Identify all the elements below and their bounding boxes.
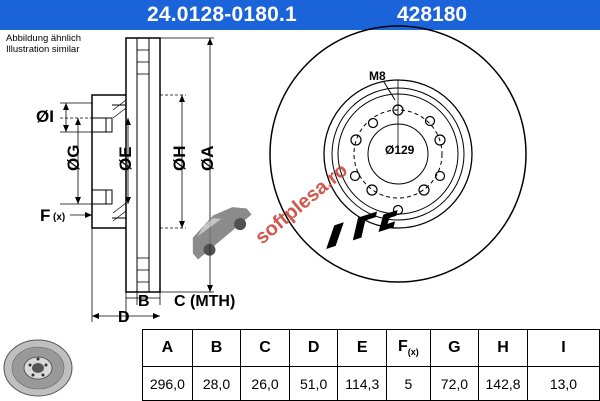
header-F-sub: (x) xyxy=(407,347,419,358)
label-H: ØH xyxy=(170,146,189,172)
ate-logo xyxy=(326,210,398,250)
disc-cross-section xyxy=(91,37,161,293)
label-C: C (MTH) xyxy=(174,293,235,310)
value-D: 51,0 xyxy=(288,366,339,401)
label-E: ØE xyxy=(116,146,135,171)
note-line-de: Abbildung ähnlich xyxy=(6,33,82,44)
illustration-note: Abbildung ähnlich Illustration similar xyxy=(6,33,81,55)
label-D: D xyxy=(118,309,130,326)
spec-table: A B C D E F(x) G H I 296,0 28,0 26,0 51,… xyxy=(142,329,600,401)
header-B: B xyxy=(191,329,242,367)
car-watermark-icon xyxy=(192,207,252,260)
header-bar: 24.0128-0180.1 428180 xyxy=(0,0,600,30)
value-F: 5 xyxy=(386,366,431,401)
article-number: 428180 xyxy=(397,3,468,26)
m8-leader xyxy=(383,81,396,101)
label-pcd: Ø129 xyxy=(385,143,415,157)
header-E: E xyxy=(337,329,388,367)
note-line-en: Illustration similar xyxy=(6,44,80,55)
disc-front-view xyxy=(269,25,527,283)
header-H: H xyxy=(478,329,528,367)
value-C: 26,0 xyxy=(240,366,290,401)
label-A: ØA xyxy=(198,146,217,172)
label-G: ØG xyxy=(64,145,83,171)
value-I: 13,0 xyxy=(526,366,600,401)
label-B: B xyxy=(138,293,150,310)
part-number: 24.0128-0180.1 xyxy=(147,3,297,26)
header-F-letter: F xyxy=(397,338,408,356)
value-B: 28,0 xyxy=(191,366,242,401)
dimension-arrows xyxy=(63,38,213,319)
header-C: C xyxy=(240,329,290,367)
label-F: F xyxy=(40,206,50,225)
label-M8: M8 xyxy=(369,69,386,83)
value-H: 142,8 xyxy=(478,366,528,401)
header-F: F(x) xyxy=(386,329,431,367)
value-E: 114,3 xyxy=(337,366,388,401)
spec-value-row: 296,0 28,0 26,0 51,0 114,3 5 72,0 142,8 … xyxy=(142,366,600,401)
header-D: D xyxy=(288,329,339,367)
spec-header-row: A B C D E F(x) G H I xyxy=(142,329,600,367)
value-G: 72,0 xyxy=(429,366,480,401)
technical-drawing: ØI ØG ØE ØH ØA F (x) B C (MTH) D M8 Ø129 xyxy=(36,25,527,326)
header-I: I xyxy=(526,329,600,367)
disc-thumbnail-image xyxy=(3,339,73,397)
label-F-sub: (x) xyxy=(53,212,65,223)
header-A: A xyxy=(142,329,193,367)
label-I: ØI xyxy=(36,107,54,126)
header-G: G xyxy=(429,329,480,367)
value-A: 296,0 xyxy=(142,366,193,401)
